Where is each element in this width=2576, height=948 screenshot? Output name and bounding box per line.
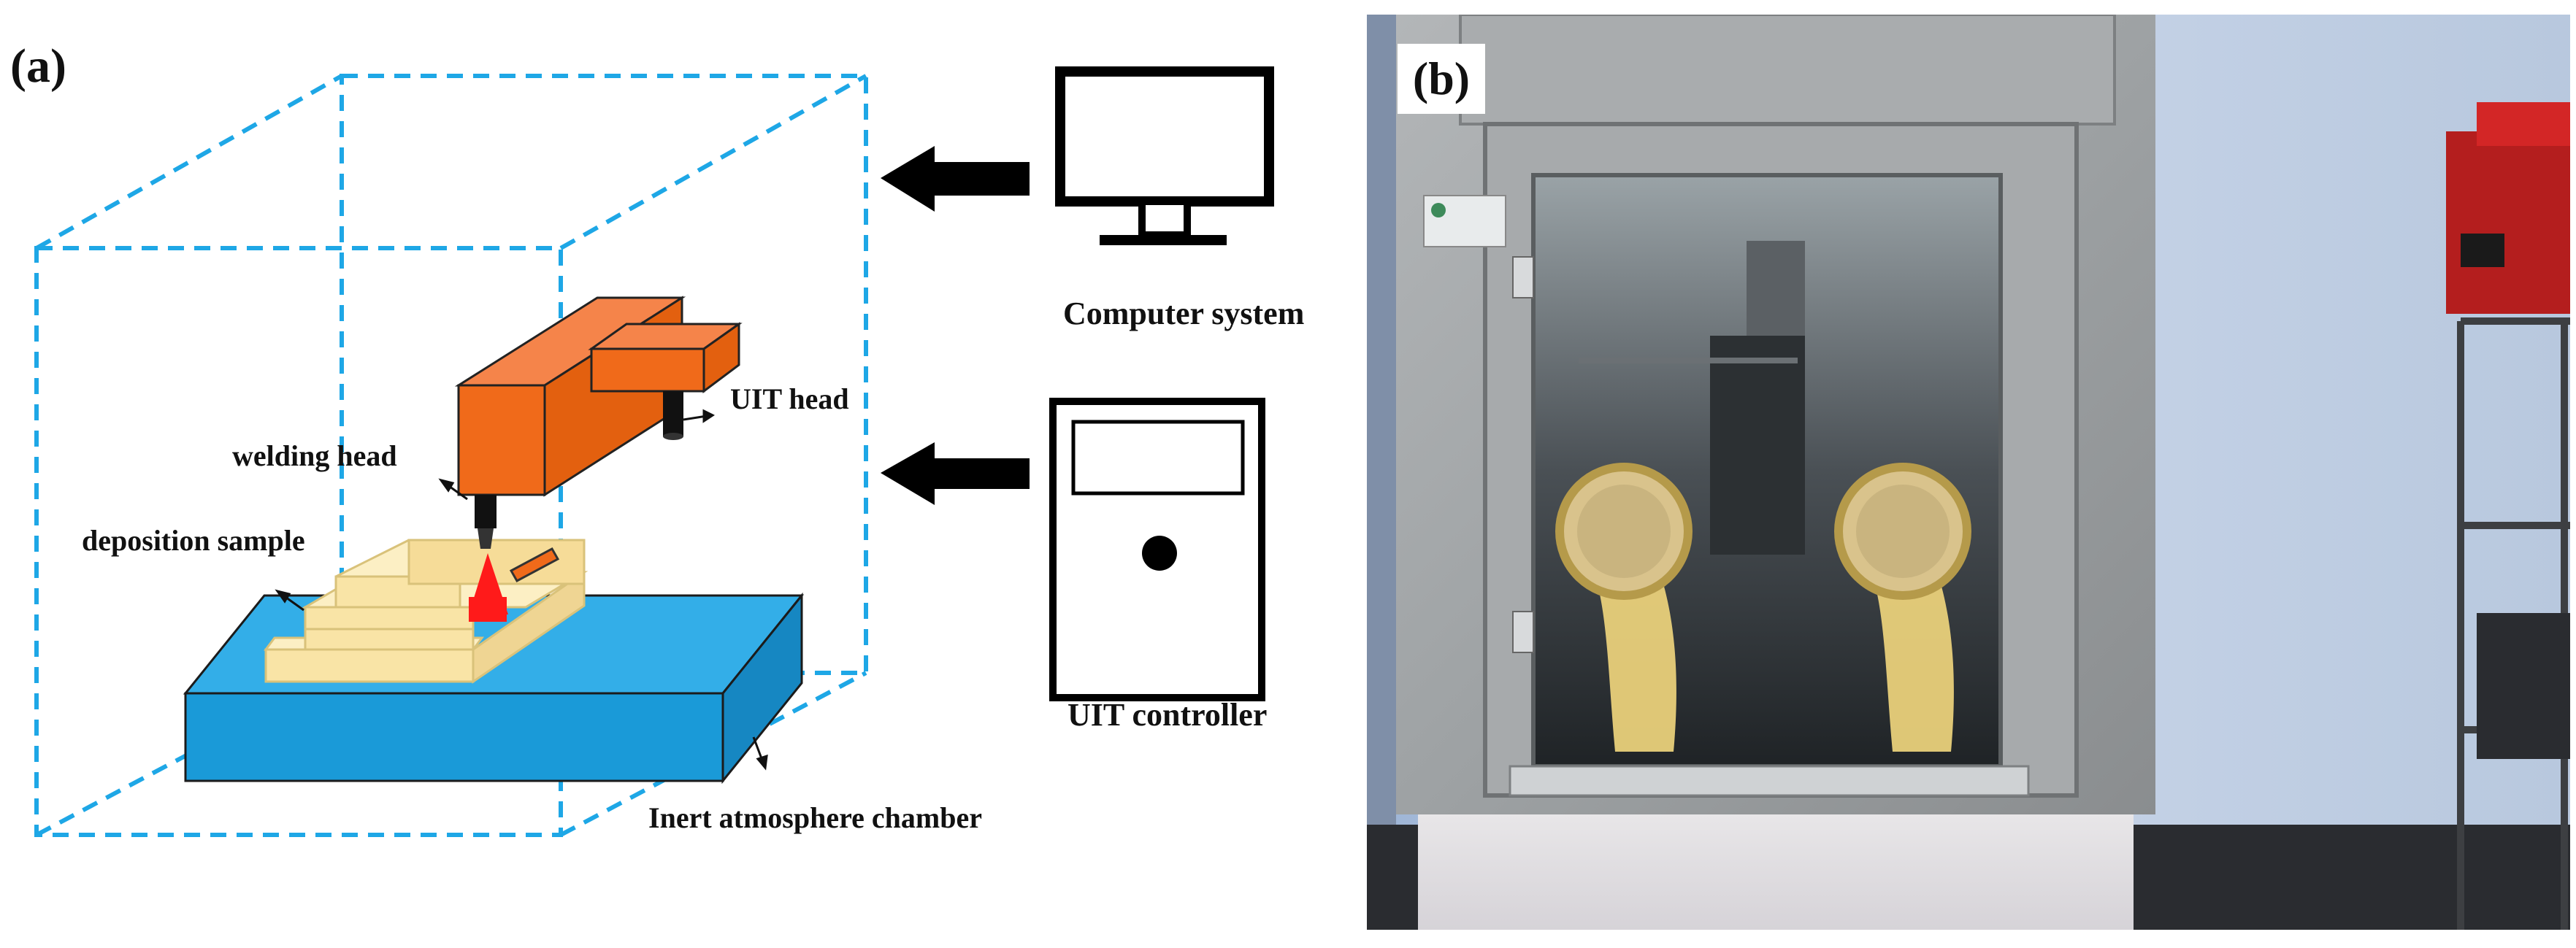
uit-head-label: UIT head <box>730 382 849 415</box>
controller-arrow <box>881 442 1030 505</box>
computer-arrow <box>881 146 1030 212</box>
glovebox <box>1396 13 2155 814</box>
leader-arrows <box>275 409 768 771</box>
uit-head <box>663 391 683 440</box>
right-glove-port <box>1834 463 1971 752</box>
glovebox-photo <box>1367 13 2570 930</box>
schematic-panel: (a) <box>10 39 1304 837</box>
computer-monitor-icon <box>1055 66 1274 245</box>
panel-b-label: (b) <box>1398 44 1485 114</box>
deposition-sample <box>264 539 589 684</box>
work-table <box>183 592 805 785</box>
computer-system-label: Computer system <box>1063 296 1304 331</box>
photo-panel: (b) <box>1367 13 2570 930</box>
schematic-svg: (a) <box>10 39 1304 837</box>
inert-chamber-label: Inert atmosphere chamber <box>648 801 982 834</box>
uit-peening-tool <box>509 547 560 583</box>
upper-latch <box>1512 256 1534 298</box>
welding-head <box>475 495 497 549</box>
deposition-sample-label: deposition sample <box>82 524 305 557</box>
robot-arm <box>454 296 743 497</box>
welding-arc <box>469 553 508 622</box>
left-glove-port <box>1555 463 1693 752</box>
panel-a-label: (a) <box>10 39 66 93</box>
welding-power-source <box>2446 102 2570 314</box>
nameplate <box>1423 195 1506 247</box>
lower-latch <box>1512 611 1534 653</box>
base-cabinet <box>1418 814 2134 930</box>
uit-controller-label: UIT controller <box>1067 697 1267 733</box>
uit-controller-icon <box>1049 398 1265 701</box>
welding-head-label: welding head <box>232 439 397 472</box>
